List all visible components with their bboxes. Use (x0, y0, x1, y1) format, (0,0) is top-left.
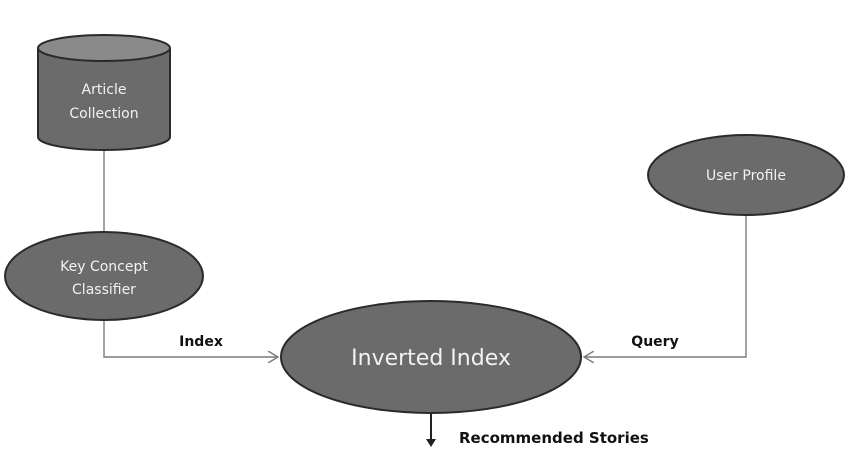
article-collection-node: Article Collection (37, 34, 171, 151)
cylinder-body (37, 48, 171, 151)
edge-query (584, 215, 747, 357)
classifier-ellipse (4, 231, 204, 321)
article-collection-label-line2: Collection (69, 106, 138, 122)
edge-index (103, 320, 278, 357)
user-profile-label: User Profile (706, 168, 786, 184)
index-edge-label: Index (179, 334, 223, 350)
classifier-label-line1: Key Concept (60, 259, 148, 275)
classifier-label-line2: Classifier (72, 282, 136, 298)
inverted-index-ellipse (280, 300, 582, 414)
inverted-index-label: Inverted Index (351, 346, 511, 371)
query-edge-label: Query (631, 334, 678, 350)
user-profile-node: User Profile (647, 134, 845, 216)
recommended-stories-label: Recommended Stories (459, 429, 649, 447)
article-collection-label-line1: Article (82, 82, 127, 98)
key-concept-classifier-node: Key Concept Classifier (4, 231, 204, 321)
user-profile-ellipse (647, 134, 845, 216)
output-arrow (426, 414, 436, 447)
cylinder-top (37, 34, 171, 62)
inverted-index-node: Inverted Index (280, 300, 582, 414)
